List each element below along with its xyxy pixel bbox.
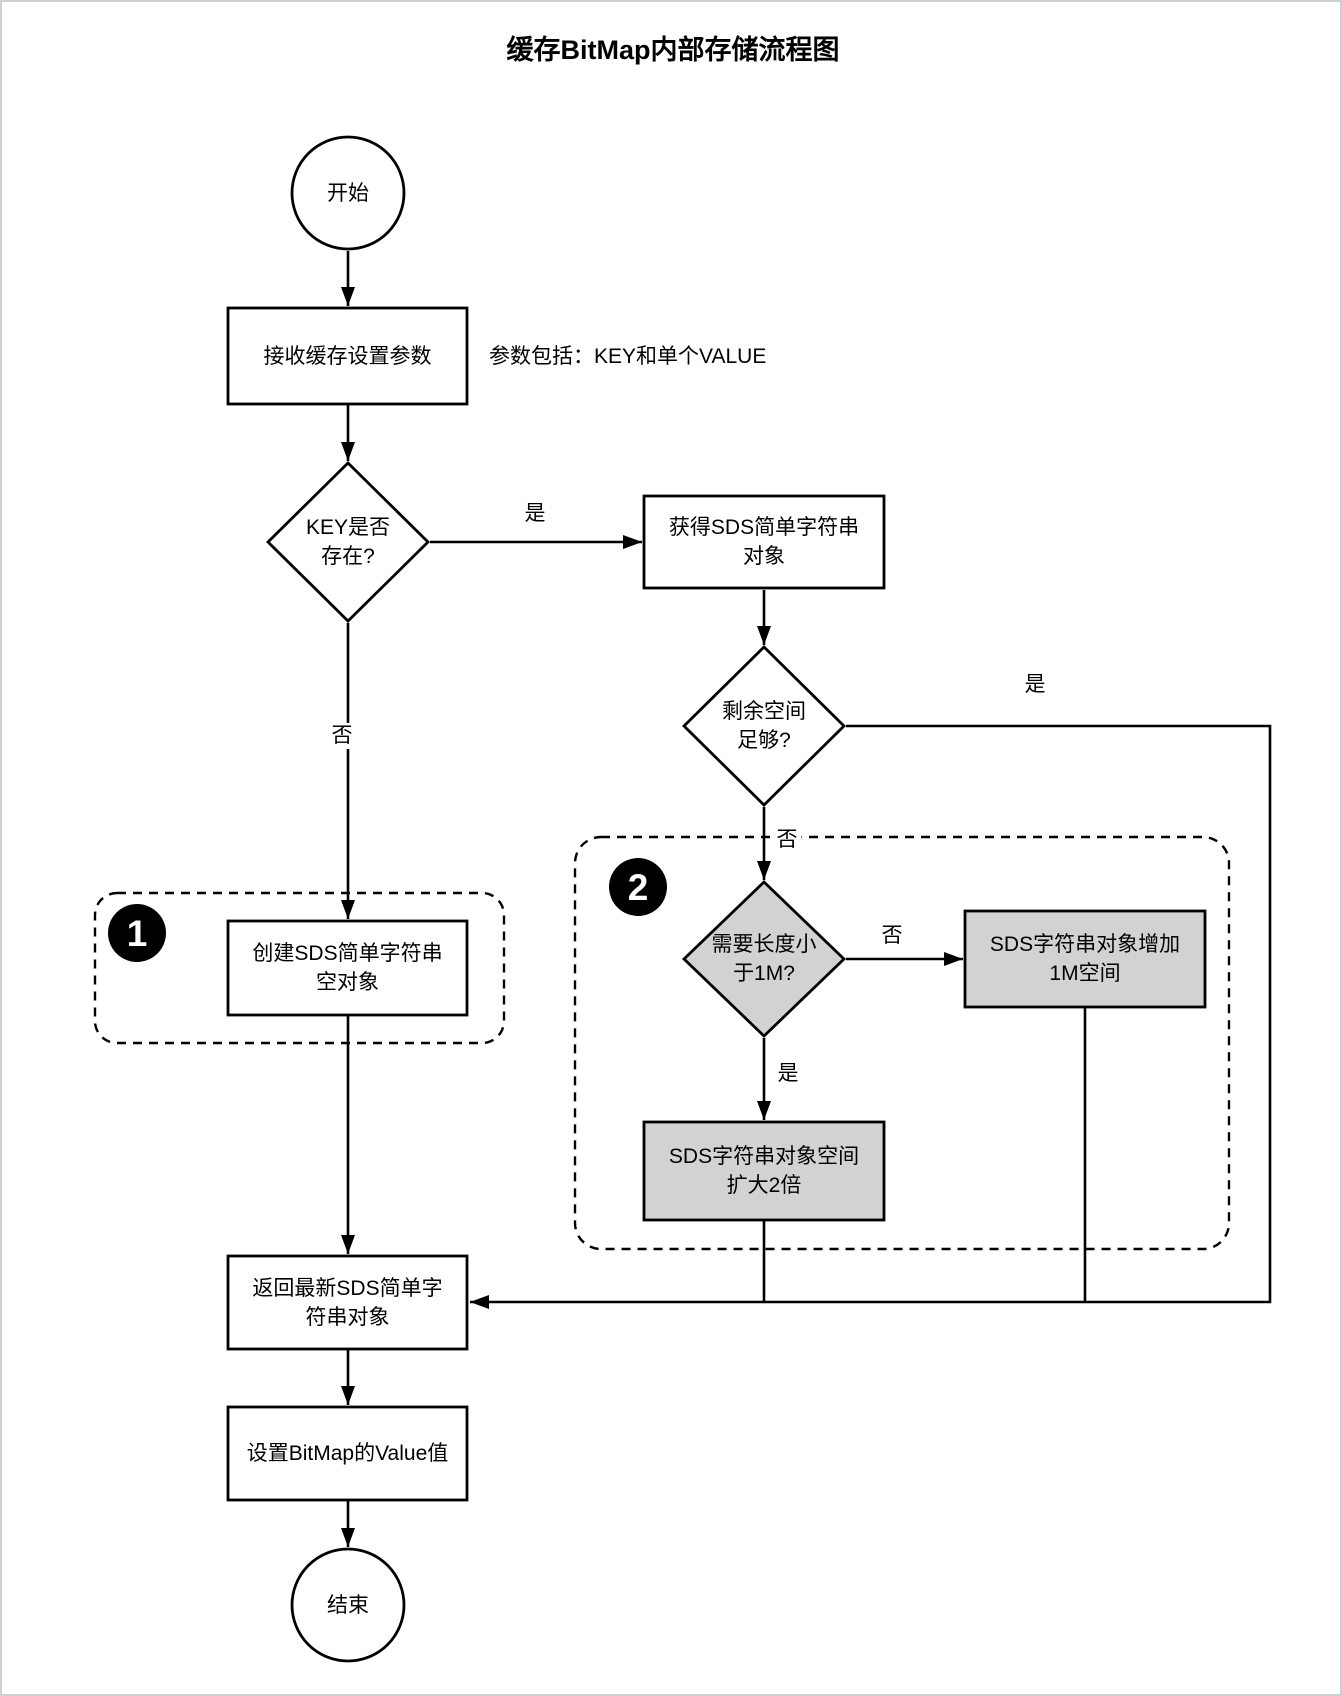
receive-params-label: 接收缓存设置参数 [263, 344, 432, 368]
edge-spaceenough-yes [470, 724, 1272, 1309]
edge-label-need-length-no: 否 [877, 923, 907, 949]
receive-params-box-shape [226, 306, 469, 406]
edge-label-need-length-yes: 是 [773, 1061, 803, 1087]
key-exists-decision-shape [266, 461, 430, 623]
region1-badge-number: 1 [126, 913, 148, 954]
region2-dashed-group [573, 835, 1231, 1251]
edge-label-key-exists-no: 否 [327, 723, 357, 749]
need-length-decision-shape [681, 880, 847, 1038]
set-bitmap-value-label: 设置BitMap的Value值 [246, 1442, 449, 1465]
space-enough-decision-shape [682, 645, 846, 807]
region2-badge-circle [609, 858, 667, 916]
expand-2x-label: SDS字符串对象空间 扩大2倍 [668, 1145, 860, 1197]
params-note: 参数包括：KEY和单个VALUE [489, 344, 767, 368]
region1-dashed-group [93, 891, 506, 1045]
edge-label-space-enough-no: 否 [772, 827, 802, 853]
edge-label-key-exists-yes: 是 [520, 501, 550, 527]
region2-badge-number: 2 [627, 867, 649, 908]
space-enough-label: 剩余空间 足够? [722, 700, 806, 752]
return-sds-box-shape [226, 1254, 469, 1351]
create-sds-box-shape [226, 919, 469, 1017]
get-sds-label: 获得SDS简单字符串 对象 [668, 516, 860, 568]
get-sds-box-shape [642, 494, 886, 590]
start-terminal-label: 开始 [327, 181, 369, 205]
edge-label-space-enough-yes: 是 [1020, 672, 1050, 698]
key-exists-label: KEY是否 存在? [305, 516, 391, 568]
add-1m-space-label: SDS字符串对象增加 1M空间 [989, 933, 1181, 985]
start-terminal-shape [290, 135, 406, 251]
diagram-title: 缓存BitMap内部存储流程图 [506, 34, 840, 65]
end-terminal-label: 结束 [327, 1593, 369, 1617]
region1-badge-circle [108, 904, 166, 962]
return-sds-label: 返回最新SDS简单字 符串对象 [252, 1276, 443, 1329]
expand-2x-box-shape [642, 1120, 886, 1222]
end-terminal-shape [290, 1547, 406, 1663]
set-bitmap-value-box-shape [226, 1405, 469, 1502]
add-1m-space-box-shape [963, 909, 1207, 1009]
need-length-label: 需要长度小 于1M? [711, 933, 817, 985]
create-sds-label: 创建SDS简单字符串 空对象 [252, 942, 443, 994]
